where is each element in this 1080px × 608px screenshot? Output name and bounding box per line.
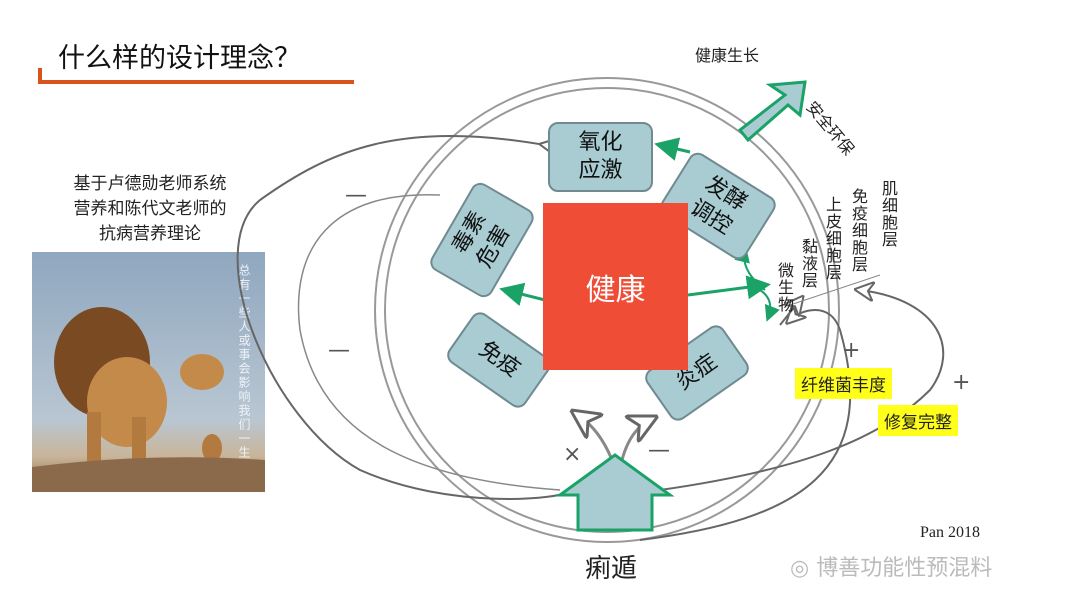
plus-sign: +	[842, 338, 861, 363]
layer-immune-cell: 免疫细胞层	[849, 188, 868, 273]
credit: Pan 2018	[920, 524, 980, 541]
plus-sign: +	[952, 370, 971, 395]
layer-epithelial: 上皮细胞层	[823, 196, 842, 281]
minus-sign: —	[328, 338, 350, 363]
minus-sign: —	[648, 438, 670, 463]
intro-line: 营养和陈代文老师的	[73, 199, 227, 219]
lion-photo: 总有一些人或事会影响我们一生	[32, 252, 265, 492]
title-underline	[38, 68, 354, 84]
health-core: 健康	[543, 203, 688, 370]
layer-muscle: 肌细胞层	[879, 180, 898, 248]
up-arrow	[555, 453, 675, 532]
box-immune-label: 免疫	[474, 336, 525, 383]
box-oxidation-label: 氧化应激	[578, 130, 623, 183]
health-core-label: 健康	[585, 272, 646, 308]
minus-sign: —	[345, 183, 367, 208]
loop-arrow	[639, 310, 852, 541]
box-fermentation-label: 发酵调控	[685, 171, 751, 240]
layer-microbe: 微生物	[775, 262, 794, 313]
highlight-fiber: 纤维菌丰度	[795, 368, 892, 399]
intro-line: 抗病营养理论	[99, 224, 201, 244]
photo-quote: 总有一些人或事会影响我们一生	[237, 264, 251, 460]
growth-arrow	[737, 80, 807, 143]
dysentery-label: 痢遁	[585, 554, 638, 584]
growth-label: 健康生长	[695, 46, 760, 65]
loop-arrow	[297, 194, 561, 491]
wechat-icon: ◎	[790, 556, 817, 581]
page-title: 什么样的设计理念？	[58, 43, 301, 74]
layer-divider	[789, 274, 881, 306]
box-toxin-label: 毒素危害	[447, 207, 516, 273]
highlight-repair: 修复完整	[878, 405, 958, 436]
watermark-text: 博善功能性预混料	[816, 556, 993, 581]
times-sign: ×	[563, 442, 582, 467]
box-oxidation: 氧化应激	[548, 122, 653, 192]
inner-ring	[384, 87, 830, 533]
outer-ring	[374, 77, 840, 543]
intro-text: 基于卢德勋老师系统 营养和陈代文老师的 抗病营养理论	[40, 172, 260, 247]
loop-arrow	[659, 290, 945, 491]
intro-line: 基于卢德勋老师系统	[73, 174, 227, 194]
lion-illustration	[32, 307, 265, 492]
watermark: ◎ 博善功能性预混料	[790, 550, 992, 582]
loop-arrow	[236, 135, 576, 500]
layer-mucus: 黏液层	[799, 238, 818, 289]
